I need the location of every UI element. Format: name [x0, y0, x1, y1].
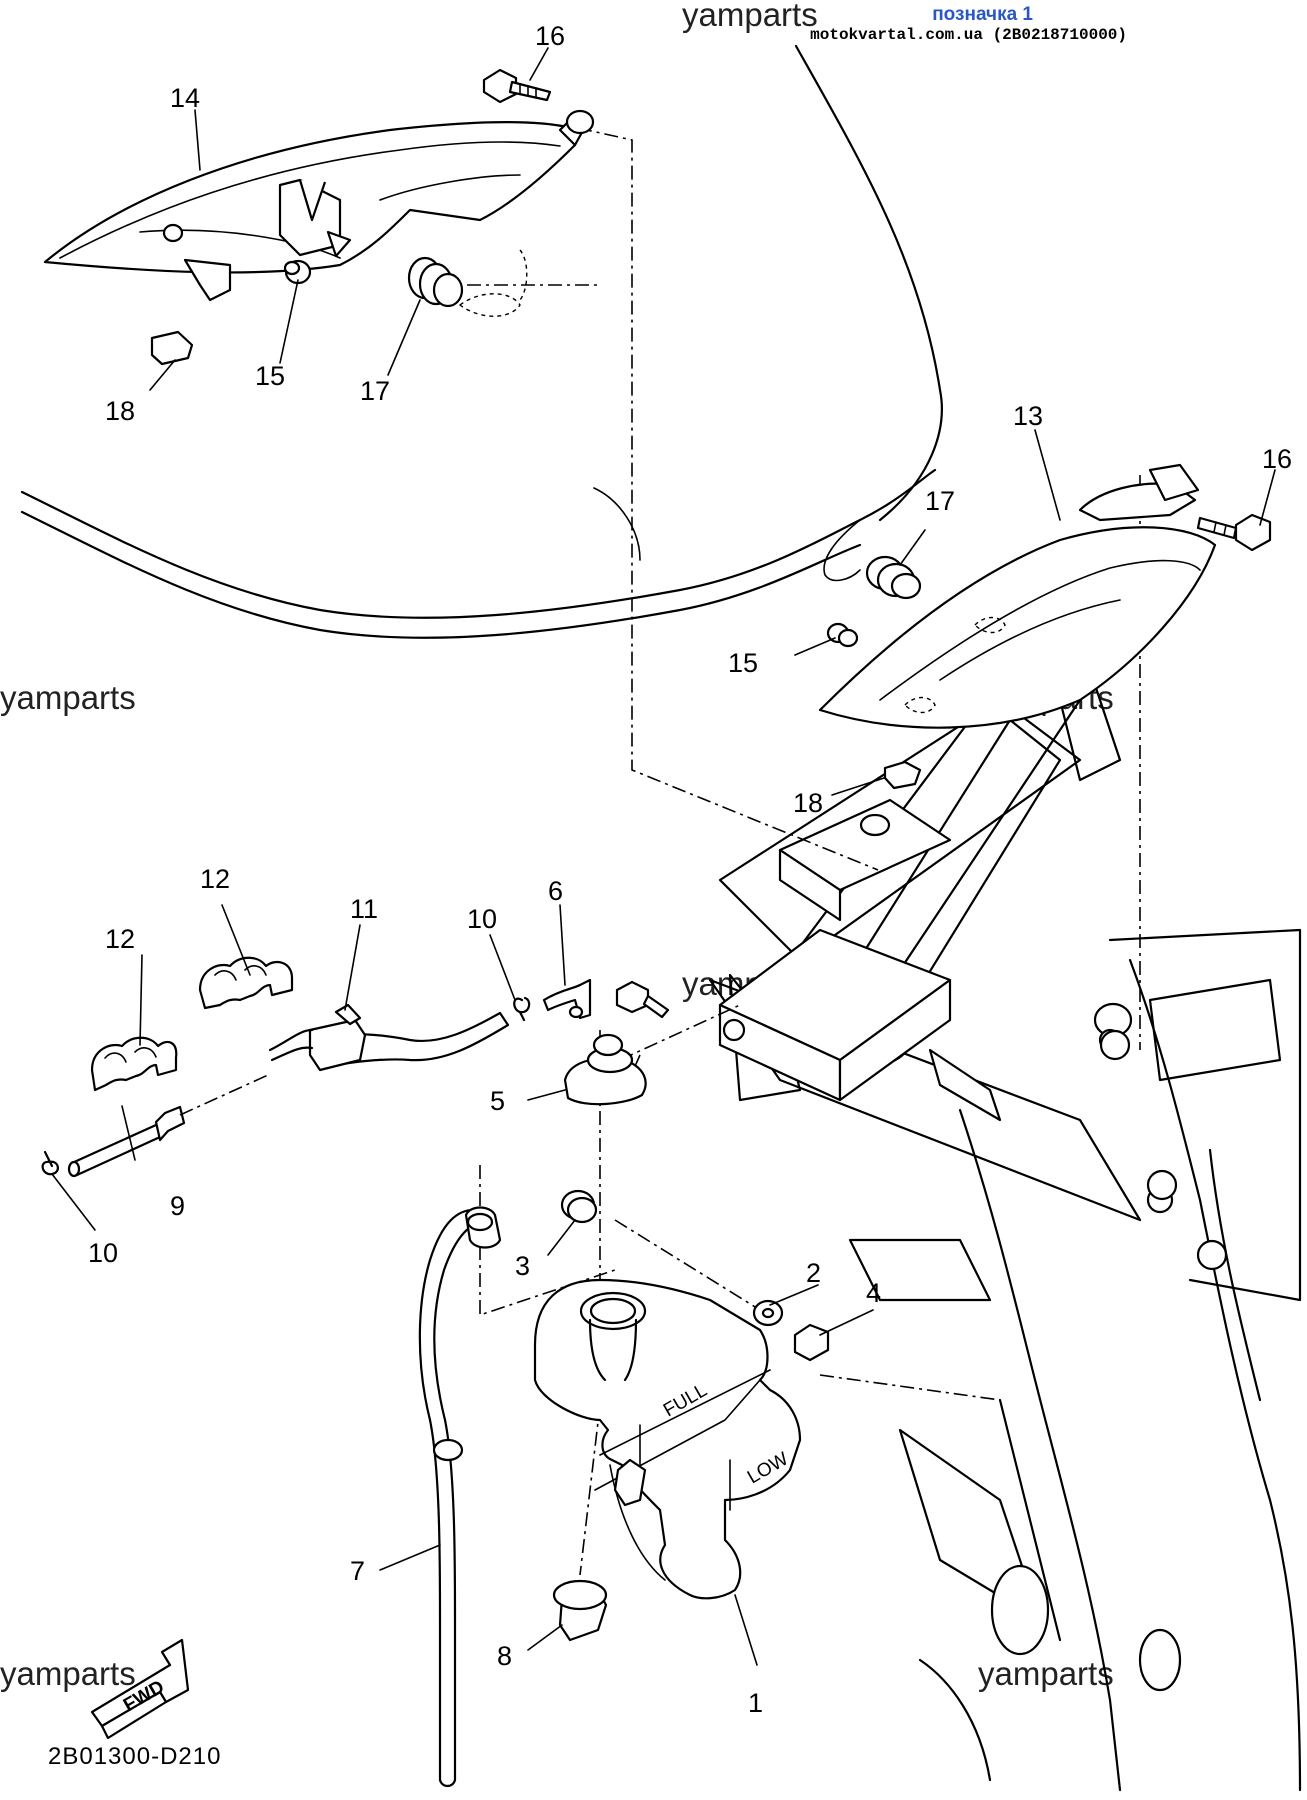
callout-1: 1: [748, 1688, 763, 1718]
part-2-washer-hole: [761, 1307, 775, 1319]
part-7-overflow-hose: [418, 1206, 502, 1788]
part-17-grommet-left: [407, 256, 464, 308]
diagram-code: 2B01300-D210: [48, 1743, 221, 1770]
watermark: yamparts: [0, 679, 136, 716]
callout-3: 3: [515, 1251, 530, 1281]
part-5-cap: [563, 1033, 647, 1106]
callout-18-right: 18: [793, 788, 823, 818]
part-1-reservoir-tank: FULL LOW: [533, 1278, 802, 1600]
callout-9: 9: [170, 1191, 185, 1221]
callout-12-lower: 12: [105, 924, 135, 954]
callout-15-left: 15: [255, 361, 285, 391]
callout-16-right: 16: [1262, 444, 1292, 474]
part-16-bolt-top: [482, 68, 552, 104]
callout-10-upper: 10: [467, 904, 497, 934]
frame-outline: [708, 598, 1302, 1792]
part-16-bolt-right: [1196, 513, 1272, 552]
callout-16-top: 16: [535, 21, 565, 51]
header-subtitle: motokvartal.com.ua (2B0218710000): [810, 26, 1127, 44]
part-14-grommet: [565, 109, 595, 135]
callout-10-lower: 10: [88, 1238, 118, 1268]
callout-17-left: 17: [360, 376, 390, 406]
callout-14: 14: [170, 83, 200, 113]
callout-13: 13: [1013, 401, 1043, 431]
callout-15-right: 15: [728, 648, 758, 678]
part-9-hose: [67, 1074, 269, 1178]
callout-11: 11: [350, 894, 378, 924]
callout-6: 6: [548, 876, 563, 906]
part-14-side-cover: [43, 116, 588, 302]
frame-bracket: [718, 798, 1131, 1122]
callout-17-right: 17: [925, 486, 955, 516]
part-4-nut: [793, 1323, 830, 1362]
callout-4: 4: [866, 1278, 881, 1308]
watermark: yamparts: [0, 1655, 136, 1692]
callout-2: 2: [806, 1258, 821, 1288]
callout-18-left: 18: [105, 396, 135, 426]
callout-7: 7: [350, 1556, 365, 1586]
watermark: yamparts: [682, 0, 818, 33]
callout-12-upper: 12: [200, 864, 230, 894]
part-10-clip-upper: [513, 996, 531, 1022]
part-12-clamp-lower: [90, 1036, 178, 1092]
part-3-grommet: [560, 1189, 598, 1224]
body-outline: [20, 44, 943, 639]
part-8-cap: [552, 1579, 608, 1642]
leader-lines: [51, 47, 1276, 1666]
part-15-clip-right: [826, 622, 859, 648]
callout-8: 8: [497, 1641, 512, 1671]
header-title: позначка 1: [932, 4, 1033, 25]
watermark: yamparts: [978, 1655, 1114, 1692]
part-18-pad-left: [150, 330, 194, 366]
part-11-hose: [268, 1003, 510, 1072]
callout-numbers: 1 2 3 4 5 6 7 8 9 10 10 11 12 12 13 14 1…: [88, 21, 1292, 1718]
part-17-grommet-right: [865, 555, 922, 600]
part-18-pad-right: [883, 760, 922, 790]
callout-5: 5: [490, 1086, 505, 1116]
part-10-clip-lower: [41, 1150, 59, 1176]
part-13-side-cover: [458, 249, 1217, 729]
frame-bolt: [615, 980, 670, 1019]
part-6-pipe: [542, 978, 592, 1020]
